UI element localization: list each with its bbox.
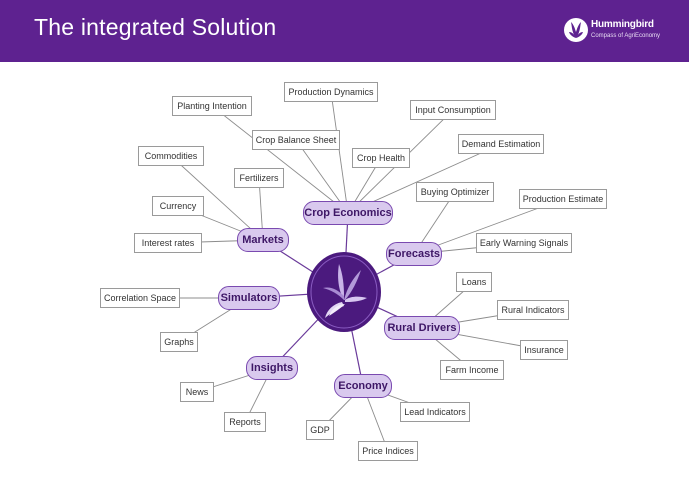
logo-tagline: Compass of AgriEconomy xyxy=(591,33,661,39)
hub-economy: Economy xyxy=(334,374,392,398)
hub-rural-drivers: Rural Drivers xyxy=(384,316,460,340)
leaf-buying-optimizer: Buying Optimizer xyxy=(416,182,494,202)
logo-name: Hummingbird xyxy=(591,19,654,30)
leaf-insurance: Insurance xyxy=(520,340,568,360)
leaf-planting-intention: Planting Intention xyxy=(172,96,252,116)
leaf-graphs: Graphs xyxy=(160,332,198,352)
leaf-rural-indicators: Rural Indicators xyxy=(497,300,569,320)
header-bar: The integrated Solution Hummingbird Comp… xyxy=(0,0,689,62)
leaf-production-estimate: Production Estimate xyxy=(519,189,607,209)
leaf-news: News xyxy=(180,382,214,402)
leaf-production-dynamics: Production Dynamics xyxy=(284,82,378,102)
leaf-early-warning-signals: Early Warning Signals xyxy=(476,233,572,253)
leaf-crop-health: Crop Health xyxy=(352,148,410,168)
hub-crop-economics: Crop Economics xyxy=(303,201,393,225)
link-crop-economics-production-dynamics xyxy=(330,91,349,214)
hub-forecasts: Forecasts xyxy=(386,242,442,266)
hub-markets: Markets xyxy=(237,228,289,252)
leaf-input-consumption: Input Consumption xyxy=(410,100,496,120)
page-title: The integrated Solution xyxy=(34,14,277,40)
leaf-commodities: Commodities xyxy=(138,146,204,166)
hub-insights: Insights xyxy=(246,356,298,380)
link-markets-commodities xyxy=(170,155,264,241)
hummingbird-logo-icon xyxy=(564,18,588,42)
leaf-lead-indicators: Lead Indicators xyxy=(400,402,470,422)
link-crop-economics-crop-balance-sheet xyxy=(295,139,349,214)
leaf-gdp: GDP xyxy=(306,420,334,440)
leaf-demand-estimation: Demand Estimation xyxy=(458,134,544,154)
leaf-correlation-space: Correlation Space xyxy=(100,288,180,308)
hub-simulators: Simulators xyxy=(218,286,280,310)
hummingbird-flower-icon xyxy=(307,252,381,332)
leaf-reports: Reports xyxy=(224,412,266,432)
link-crop-economics-planting-intention xyxy=(211,105,349,214)
leaf-loans: Loans xyxy=(456,272,492,292)
leaf-interest-rates: Interest rates xyxy=(134,233,202,253)
leaf-currency: Currency xyxy=(152,196,204,216)
leaf-crop-balance-sheet: Crop Balance Sheet xyxy=(252,130,340,150)
leaf-price-indices: Price Indices xyxy=(358,441,418,461)
leaf-farm-income: Farm Income xyxy=(440,360,504,380)
leaf-fertilizers: Fertilizers xyxy=(234,168,284,188)
